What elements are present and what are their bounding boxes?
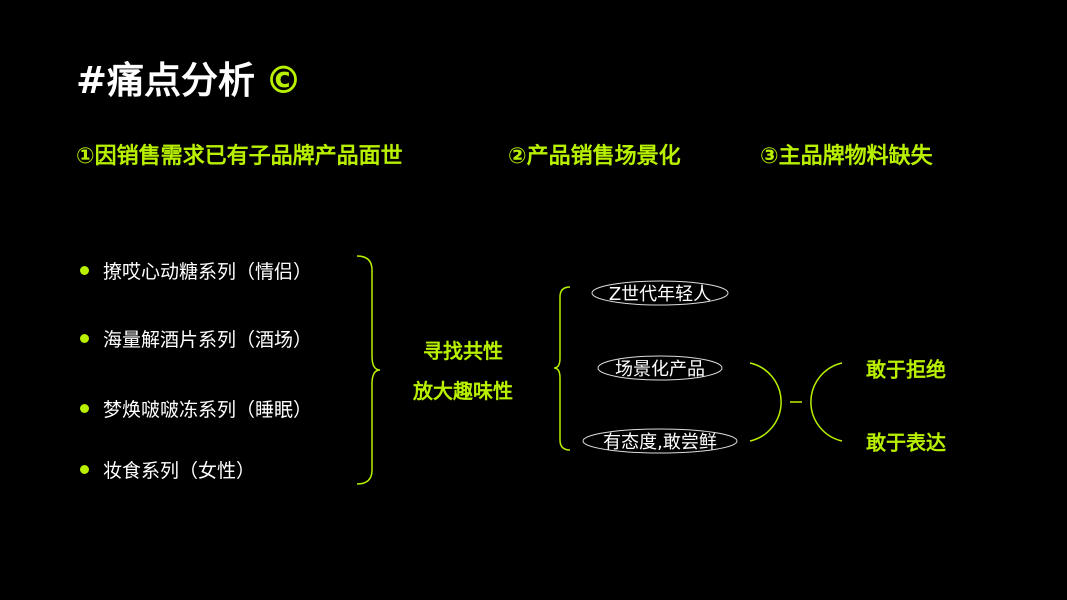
- left-brace: [356, 255, 381, 485]
- page-title: #痛点分析©: [76, 50, 302, 104]
- conclusion-label: 敢于表达: [866, 430, 946, 455]
- list-item: 梦焕啵啵冻系列（睡眠）: [80, 395, 312, 422]
- right-arc: [810, 362, 843, 442]
- bullet-icon: [80, 334, 89, 343]
- list-item-label: 海量解酒片系列（酒场）: [103, 329, 313, 351]
- conclusion-label: 敢于拒绝: [866, 357, 946, 382]
- copyright-icon: ©: [265, 59, 303, 102]
- oval-outline: [597, 355, 723, 381]
- title-text: #痛点分析: [76, 59, 256, 102]
- trait-label: Z世代年轻人: [608, 284, 712, 305]
- pain-point-1: ①因销售需求已有子品牌产品面世: [76, 144, 403, 169]
- middle-label: 寻找共性: [423, 339, 503, 363]
- pain-point-3: ③主品牌物料缺失: [760, 144, 933, 169]
- middle-label: 放大趣味性: [413, 379, 513, 403]
- bullet-icon: [80, 404, 89, 413]
- middle-brace: [553, 286, 571, 451]
- pain-point-2: ②产品销售场景化: [508, 144, 681, 169]
- list-item-label: 妆食系列（女性）: [103, 460, 256, 482]
- list-item-label: 撩哎心动糖系列（情侣）: [103, 261, 313, 283]
- list-item: 撩哎心动糖系列（情侣）: [80, 257, 312, 284]
- oval-outline: [591, 280, 729, 306]
- oval-outline: [582, 428, 738, 454]
- trait-label: 有态度,敢尝鲜: [603, 432, 717, 453]
- left-arc: [749, 362, 782, 442]
- trait-label: 场景化产品: [615, 359, 705, 380]
- list-item: 妆食系列（女性）: [80, 456, 255, 483]
- bullet-icon: [80, 465, 89, 474]
- list-item-label: 梦焕啵啵冻系列（睡眠）: [103, 399, 313, 421]
- bullet-icon: [80, 266, 89, 275]
- list-item: 海量解酒片系列（酒场）: [80, 325, 312, 352]
